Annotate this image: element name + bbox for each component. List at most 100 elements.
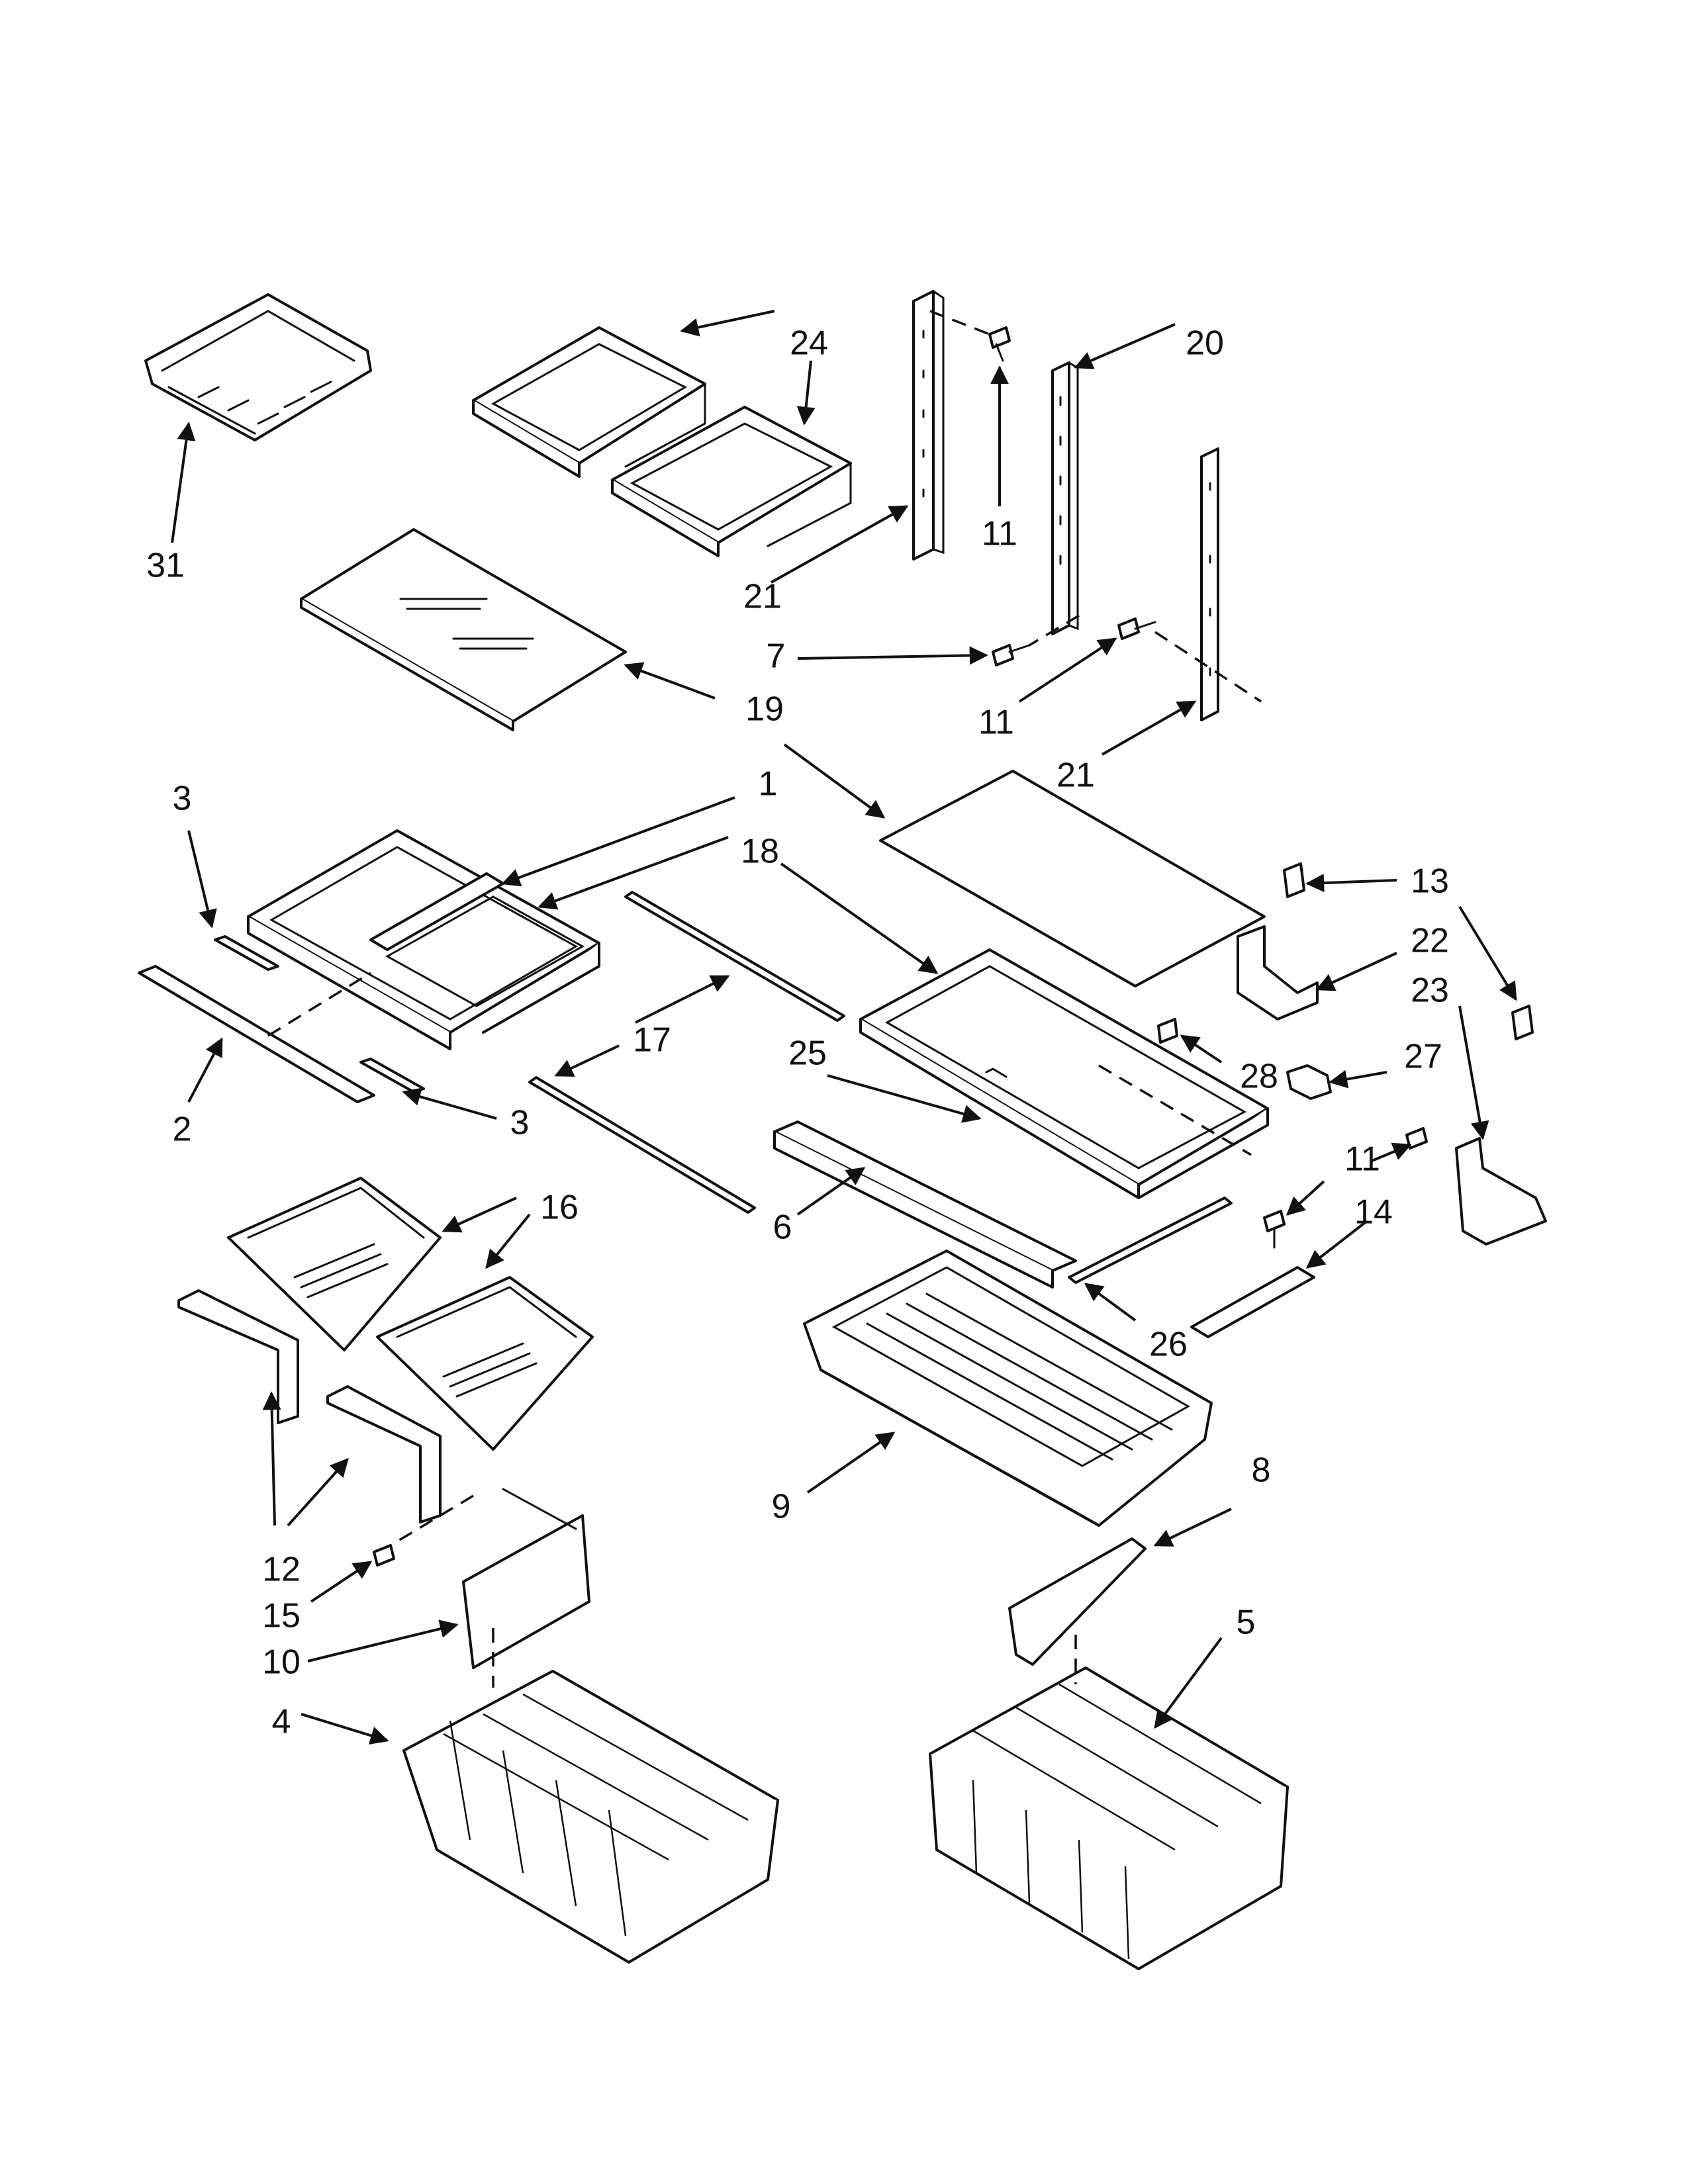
callout-23: 23 <box>1411 972 1449 1010</box>
callout-17: 17 <box>633 1021 671 1060</box>
leader-21-right <box>1102 700 1197 756</box>
callout-18: 18 <box>741 833 779 871</box>
leader-10 <box>307 1619 459 1662</box>
leader-19-left <box>624 662 716 700</box>
callout-25: 25 <box>788 1034 827 1073</box>
callout-8: 8 <box>1252 1451 1271 1490</box>
callout-24: 24 <box>790 324 828 363</box>
leader-8 <box>1153 1508 1232 1547</box>
leader-lines <box>171 310 1517 1745</box>
leader-23 <box>1458 1005 1489 1140</box>
callout-22: 22 <box>1411 922 1449 960</box>
leader-13-bottom <box>1458 905 1517 1001</box>
leader-21-left <box>771 505 909 584</box>
callout-16: 16 <box>540 1189 579 1227</box>
part-11-screw-lower <box>1263 1210 1286 1249</box>
leader-27 <box>1329 1069 1387 1089</box>
alignment-line-1 <box>929 310 990 336</box>
part-19-glass-shelf-right <box>879 770 1266 987</box>
callouts: 31 24 20 11 21 7 19 11 21 3 1 18 13 22 2… <box>146 324 1449 1741</box>
leader-16a <box>442 1197 517 1233</box>
part-9-pantry-drawer <box>803 1250 1213 1527</box>
leader-18-right <box>780 862 939 974</box>
part-18-drawer-frame <box>859 948 1269 1199</box>
leader-3-right <box>402 1087 497 1120</box>
part-3-slide-bracket-left <box>214 935 279 971</box>
callout-3-right: 3 <box>510 1104 530 1142</box>
part-20-shelf-ladder-center <box>1051 361 1079 635</box>
part-11-screw-middle <box>1117 617 1156 640</box>
callout-21-left: 21 <box>743 578 782 616</box>
leader-16b <box>485 1213 531 1269</box>
part-22-bracket <box>1237 925 1319 1021</box>
callout-28: 28 <box>1240 1058 1278 1096</box>
leader-31 <box>171 422 196 543</box>
part-13-clip-top <box>1283 862 1305 898</box>
part-28-spacer <box>1157 1018 1178 1044</box>
callout-11-middle: 11 <box>978 704 1014 742</box>
part-24-shelf-frame-lower <box>611 406 852 557</box>
callout-12: 12 <box>262 1551 301 1589</box>
callout-6: 6 <box>773 1208 792 1247</box>
callout-26: 26 <box>1149 1326 1188 1364</box>
part-5-wire-basket-right <box>929 1666 1289 1970</box>
part-21-shelf-ladder-right <box>1200 447 1219 721</box>
leader-22 <box>1315 952 1397 991</box>
alignment-line-6 <box>390 1494 474 1547</box>
leader-11-lower <box>1286 1180 1325 1216</box>
callout-2: 2 <box>173 1111 192 1149</box>
part-24-shelf-frame-upper <box>472 326 706 478</box>
leader-4 <box>301 1713 389 1745</box>
part-27-support <box>1286 1064 1332 1100</box>
leader-14 <box>1305 1220 1368 1269</box>
callout-31: 31 <box>146 547 185 585</box>
callout-4: 4 <box>272 1703 291 1741</box>
callout-21-right: 21 <box>1056 756 1095 795</box>
part-25-cover <box>985 1068 1008 1078</box>
part-26-rail <box>1068 1197 1233 1284</box>
callout-1: 1 <box>759 765 778 803</box>
leader-1 <box>501 796 735 887</box>
part-17-rod-upper <box>624 891 845 1022</box>
part-7-screw <box>992 644 1031 666</box>
leader-13-top <box>1305 874 1397 893</box>
callout-19: 19 <box>745 690 784 729</box>
callout-5: 5 <box>1237 1604 1256 1642</box>
leader-15 <box>310 1561 373 1603</box>
part-2-trim <box>138 965 375 1103</box>
part-16-crisper-bin-lower <box>376 1276 594 1451</box>
leader-12a <box>262 1391 281 1526</box>
leader-9 <box>806 1432 896 1494</box>
alignment-line-3 <box>1154 631 1262 703</box>
part-31-utility-bin <box>144 293 372 441</box>
part-23-bracket-right <box>1455 1137 1547 1246</box>
alignment-line-4 <box>267 972 371 1037</box>
leader-7 <box>797 646 988 665</box>
leader-2 <box>187 1037 223 1103</box>
alignment-lines <box>267 310 1262 1688</box>
leader-24b <box>796 360 816 426</box>
leader-11-middle <box>1018 637 1117 703</box>
callout-20: 20 <box>1186 324 1224 363</box>
part-14-rail-bracket <box>1190 1266 1315 1338</box>
part-13-clip-bottom <box>1511 1005 1534 1040</box>
part-8-divider <box>1008 1537 1147 1666</box>
leader-3-left <box>187 830 217 929</box>
leader-19-right <box>783 743 886 819</box>
leader-24a <box>680 310 775 337</box>
part-19-glass-shelf-left <box>300 528 627 731</box>
callout-14: 14 <box>1354 1193 1393 1232</box>
part-12-handle-right <box>326 1385 442 1524</box>
part-16-crisper-bin-upper <box>227 1177 442 1351</box>
leader-26 <box>1084 1283 1137 1322</box>
part-12-handle-left <box>177 1289 299 1424</box>
leader-20 <box>1074 323 1176 369</box>
leader-12b <box>287 1457 349 1527</box>
leader-18-left <box>538 836 729 910</box>
part-4-wire-basket-left <box>402 1670 779 1964</box>
part-21-shelf-ladder-left <box>912 290 945 561</box>
callout-15: 15 <box>262 1597 301 1635</box>
alignment-line-5 <box>1098 1064 1252 1156</box>
alignment-line-2 <box>1029 614 1080 647</box>
